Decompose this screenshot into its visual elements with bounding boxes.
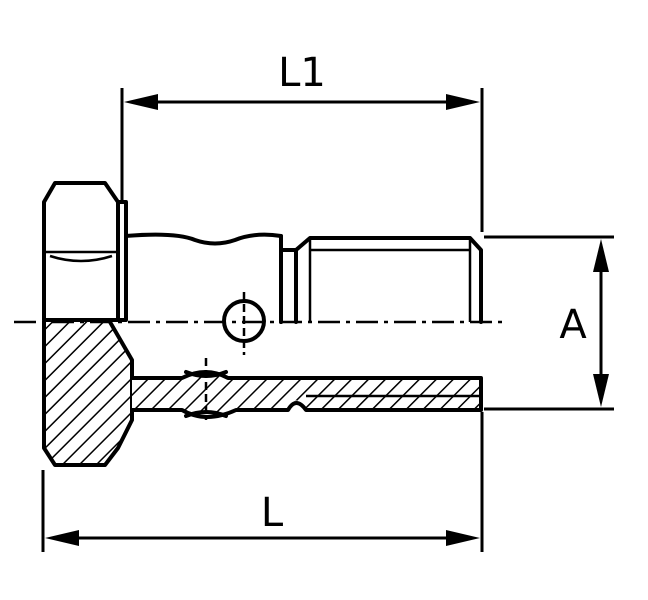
bolt-shank <box>124 232 298 355</box>
dimension-a: A <box>484 235 614 411</box>
dimension-l1: L1 <box>120 50 484 232</box>
bolt-lower-section <box>130 358 483 420</box>
dimension-label-l1: L1 <box>278 50 326 96</box>
dimension-label-l: L <box>261 490 284 536</box>
dimension-label-a: A <box>559 302 587 348</box>
head-section-hatch <box>44 322 132 465</box>
bolt-head <box>42 181 134 467</box>
dimension-l: L <box>41 412 484 552</box>
bolt-thread <box>294 236 483 324</box>
